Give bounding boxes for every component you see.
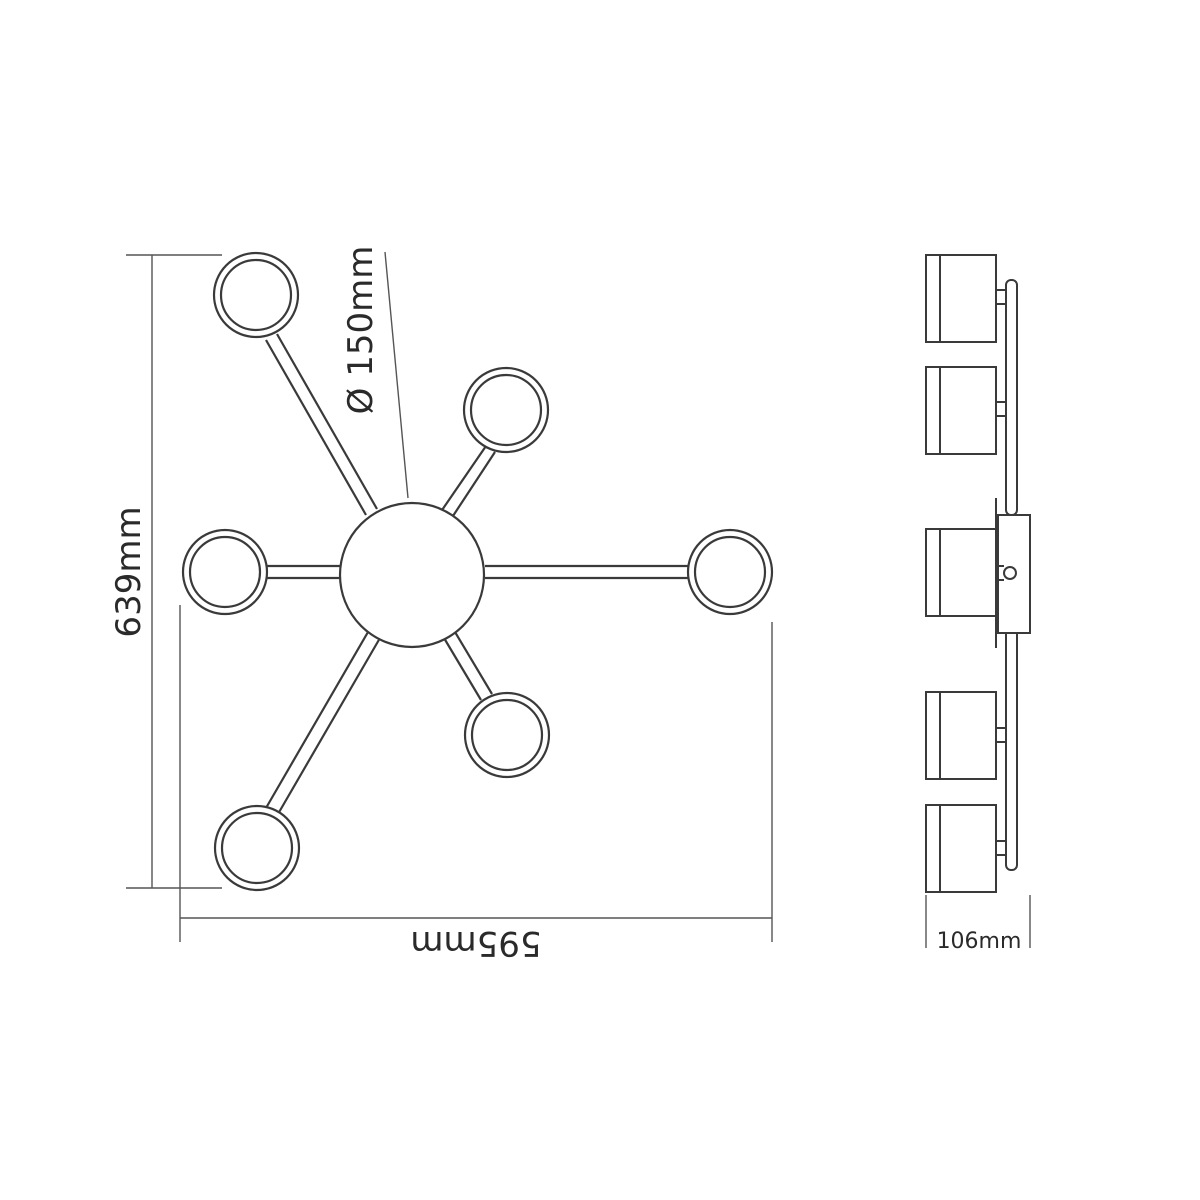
arm-right bbox=[485, 564, 689, 580]
shade-upper-right bbox=[462, 366, 550, 454]
dimension-lines bbox=[126, 251, 1031, 948]
shade-upper-left bbox=[212, 251, 300, 339]
side-view bbox=[925, 254, 1031, 893]
shade-lower-right bbox=[463, 691, 551, 779]
side-shade-1 bbox=[925, 254, 1006, 343]
front-view bbox=[181, 251, 774, 892]
diameter-label: Ø 150mm bbox=[341, 246, 381, 415]
arm-upper-left bbox=[265, 333, 378, 516]
side-shade-3 bbox=[925, 528, 997, 617]
side-shade-4 bbox=[925, 691, 1006, 780]
height-label: 639mm bbox=[109, 506, 149, 637]
shade-left bbox=[181, 528, 269, 616]
side-shade-5 bbox=[925, 804, 1006, 893]
arm-lower-right bbox=[443, 631, 493, 701]
central-canopy bbox=[338, 501, 486, 649]
diameter-leader bbox=[384, 251, 409, 499]
side-bar-lower bbox=[1005, 621, 1018, 871]
width-label: 595mm bbox=[410, 923, 541, 963]
arm-upper-right bbox=[439, 445, 496, 520]
depth-label: 106mm bbox=[937, 929, 1022, 954]
arm-lower-left bbox=[265, 631, 381, 815]
side-bar-upper bbox=[1005, 279, 1018, 516]
shade-right bbox=[686, 528, 774, 616]
side-shade-2 bbox=[925, 366, 1006, 455]
arm-left bbox=[266, 564, 343, 580]
shade-lower-left bbox=[213, 804, 301, 892]
side-mounting-plate bbox=[995, 498, 1031, 648]
